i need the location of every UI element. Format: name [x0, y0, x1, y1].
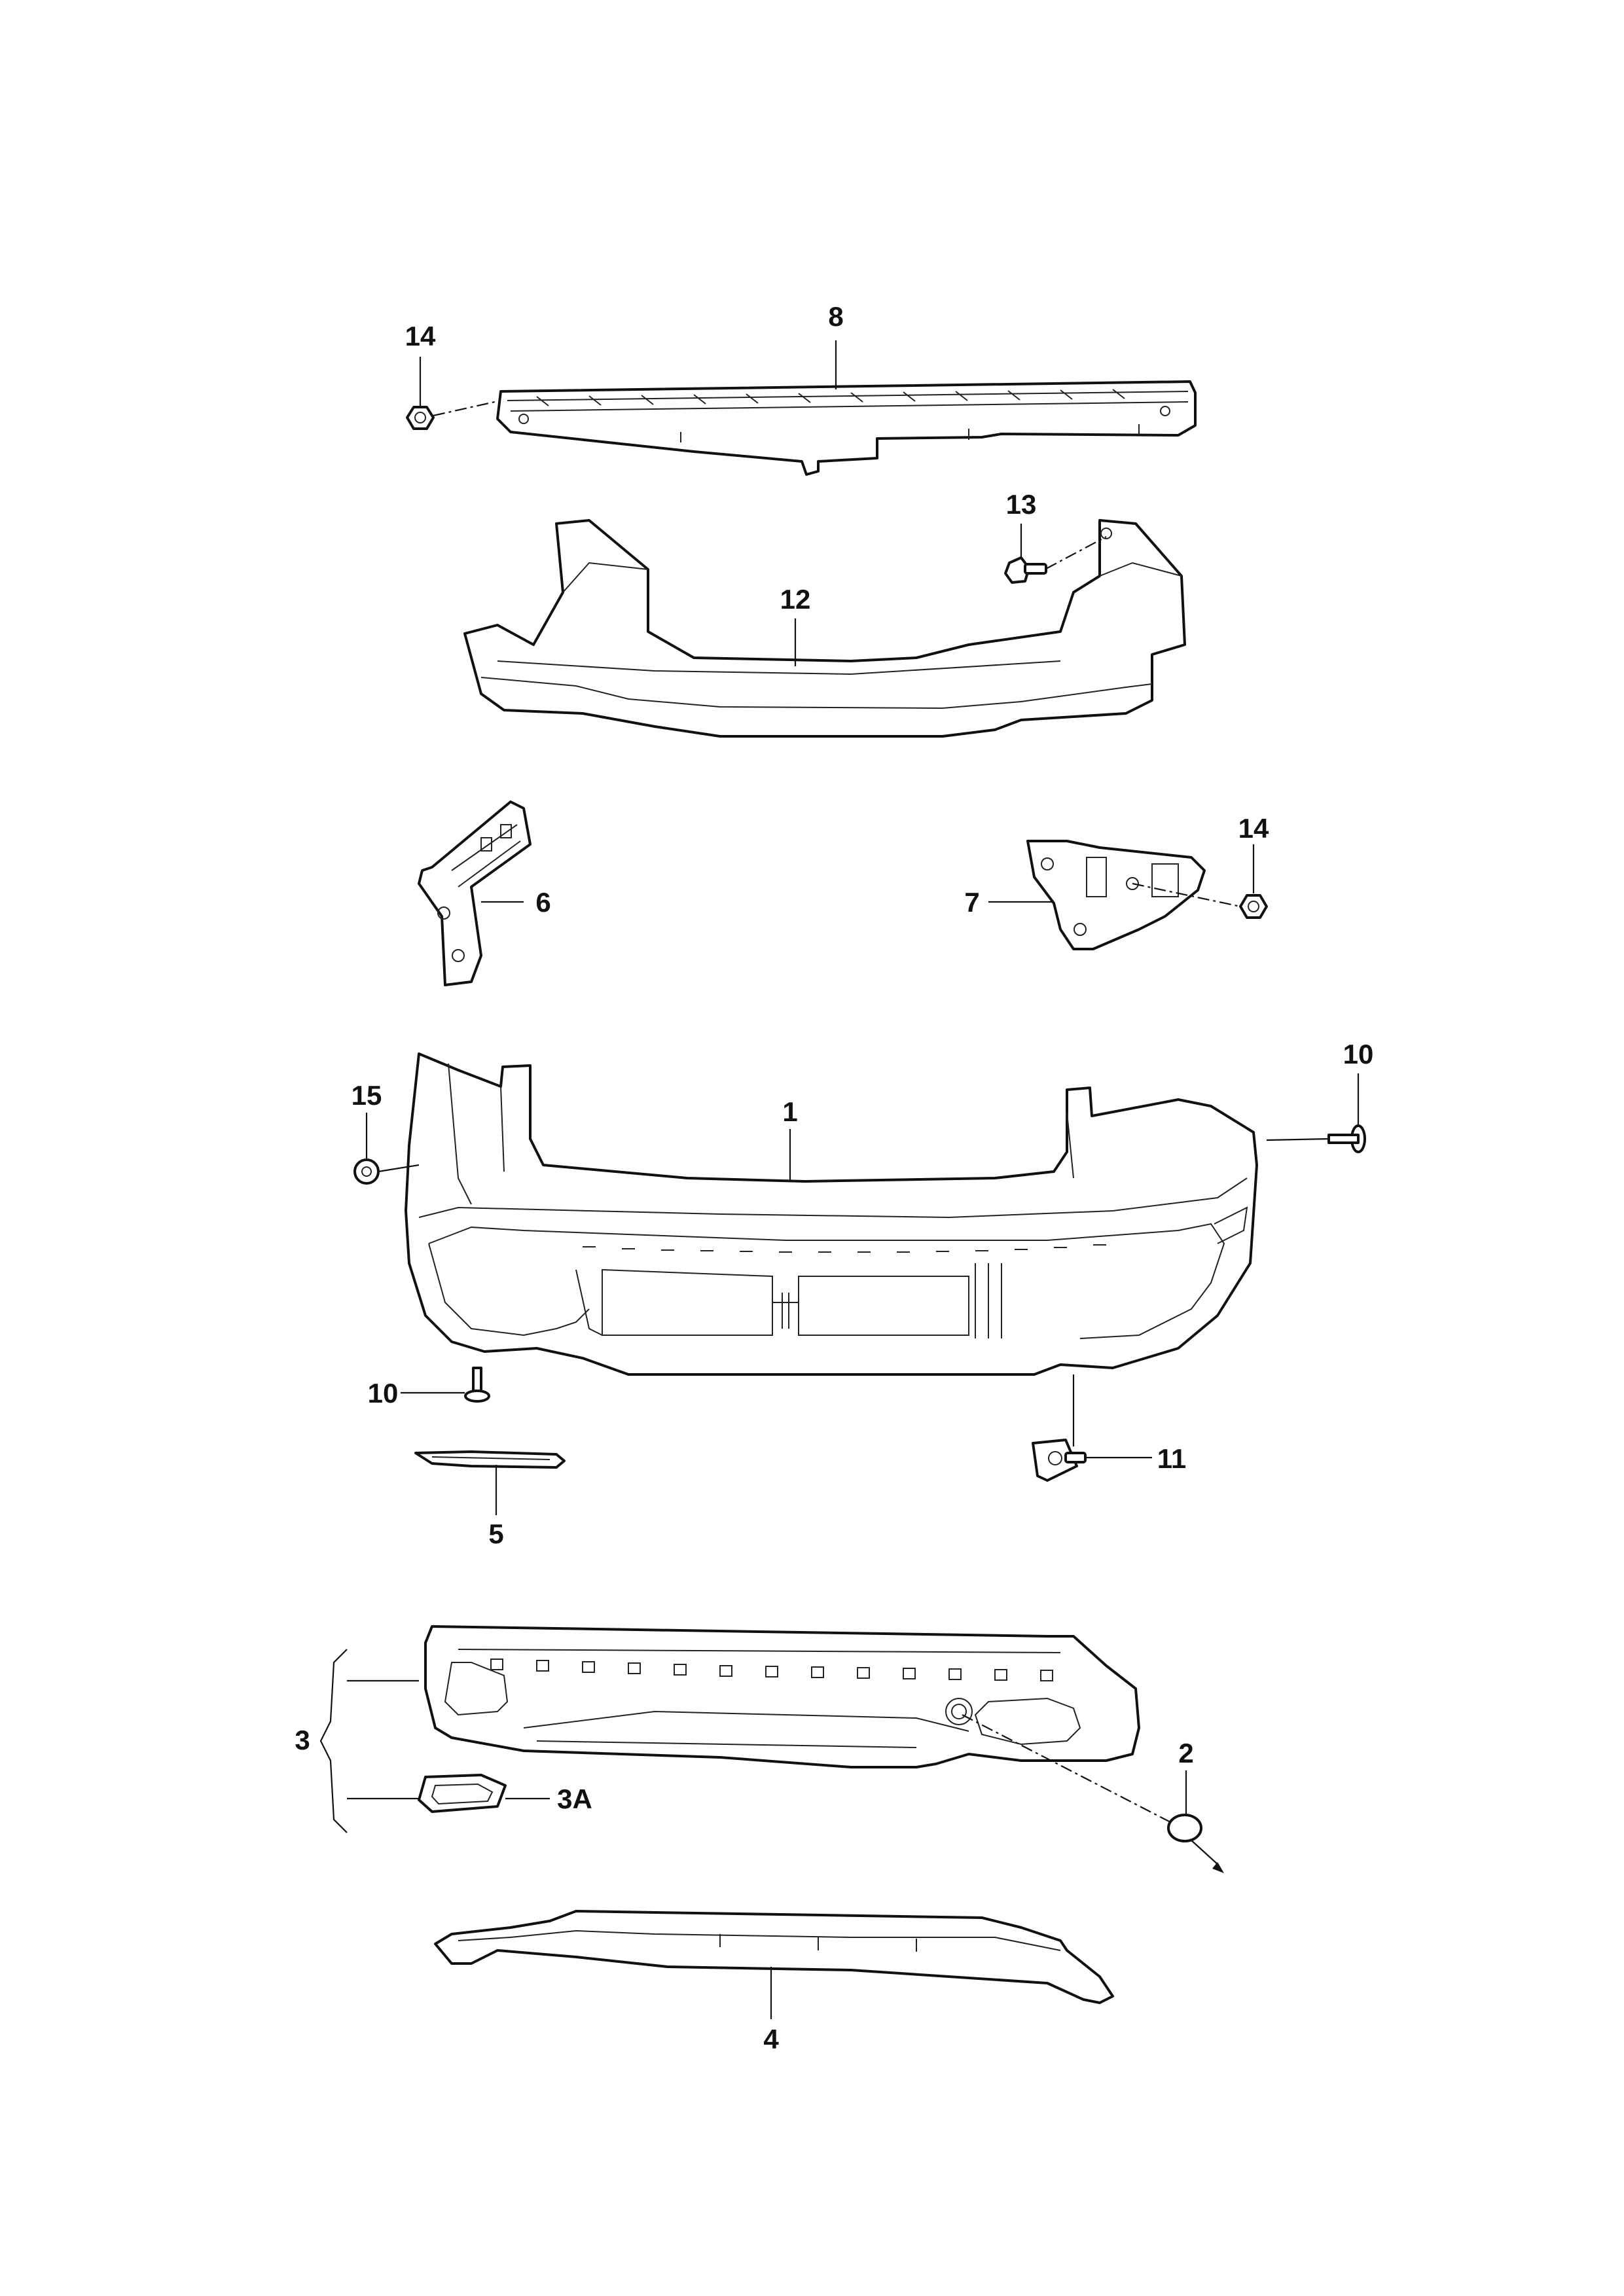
- callout-6: 6: [535, 887, 550, 918]
- callout-2: 2: [1178, 1738, 1193, 1768]
- callout-1: 1: [782, 1096, 797, 1127]
- part-8-mounting-rail: [496, 380, 1197, 476]
- callout-12: 12: [780, 584, 811, 615]
- leader-15-h: [378, 1164, 420, 1173]
- callout-10-right: 10: [1343, 1039, 1374, 1069]
- callout-14-right: 14: [1238, 813, 1269, 844]
- callout-7: 7: [964, 887, 979, 918]
- callout-4: 4: [763, 2024, 779, 2054]
- leader-3-bracket: [319, 1649, 348, 1833]
- leader-14-left: [433, 399, 501, 417]
- part-10-rivet-right: [1327, 1124, 1366, 1153]
- callout-5: 5: [488, 1518, 503, 1549]
- part-14-nut-left: [406, 406, 435, 430]
- leader-2-dash: [962, 1714, 1172, 1823]
- part-15-clip: [353, 1158, 380, 1185]
- callout-8: 8: [828, 301, 843, 332]
- part-14-nut-right: [1239, 894, 1268, 919]
- callout-15: 15: [352, 1080, 382, 1111]
- leader-13-dash: [1045, 536, 1107, 569]
- callout-13: 13: [1006, 489, 1037, 520]
- leader-14-right-dash: [1132, 882, 1241, 908]
- part-3-diffuser-panel: [424, 1625, 1140, 1768]
- part-1-bumper-cover: [405, 1052, 1258, 1376]
- callout-3a: 3A: [557, 1784, 592, 1814]
- part-6-left-bracket: [418, 800, 532, 986]
- part-12-impact-absorber: [463, 519, 1186, 738]
- part-3a-trim-frame: [418, 1774, 507, 1813]
- callout-14-left: 14: [405, 321, 436, 351]
- part-13-bolt: [1004, 556, 1047, 584]
- part-2-tow-eye-cap: [1167, 1814, 1224, 1873]
- part-4-lower-spoiler: [434, 1910, 1114, 2004]
- part-10-rivet-lower: [464, 1367, 490, 1403]
- leader-10-right-h: [1266, 1138, 1329, 1141]
- callout-11: 11: [1157, 1443, 1186, 1474]
- callout-labels: 8 14 13 12 14 6 7 10 15 1 10 11 5 2 3 3A…: [295, 301, 1373, 2054]
- part-7-right-bracket: [1026, 840, 1206, 950]
- leader-lines: [319, 340, 1360, 2019]
- callout-3: 3: [295, 1725, 310, 1755]
- part-11-clip-bracket: [1032, 1439, 1087, 1482]
- callout-10-lower: 10: [368, 1378, 399, 1408]
- part-5-trim-strip: [414, 1450, 566, 1469]
